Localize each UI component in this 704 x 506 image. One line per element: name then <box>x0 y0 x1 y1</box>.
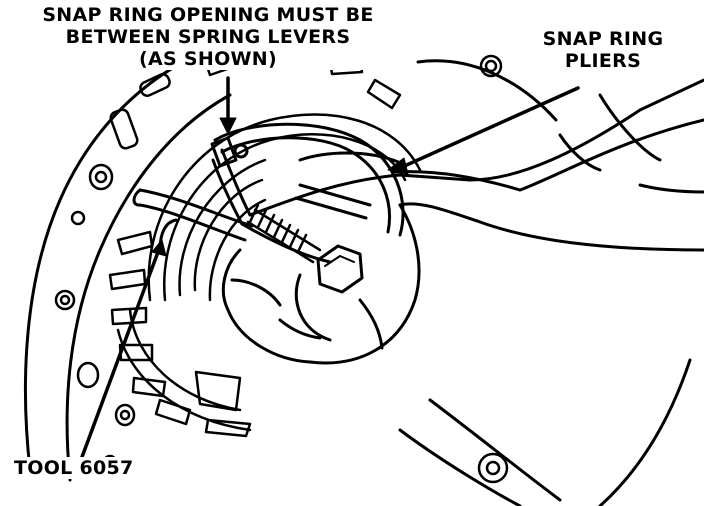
threaded-shaft-and-nut <box>246 203 364 294</box>
tool-label: TOOL 6057 <box>14 457 134 479</box>
tool-callout: TOOL 6057 <box>12 457 136 479</box>
snap-ring-opening-line-3: (AS SHOWN) <box>139 48 277 70</box>
callout-arrows <box>80 76 580 459</box>
rim-bolt-holes <box>54 54 509 484</box>
snap-ring-pliers-line-2: PLIERS <box>564 50 642 72</box>
housing-outline <box>23 38 692 506</box>
snap-ring-opening-line-2: BETWEEN SPRING LEVERS <box>65 26 351 48</box>
hand-and-sleeve <box>221 78 704 365</box>
snap-ring-pliers <box>211 148 522 264</box>
arrow-to-pliers <box>398 86 580 170</box>
snap-ring-opening-callout: SNAP RING OPENING MUST BE BETWEEN SPRING… <box>4 4 412 70</box>
snap-ring-opening-line-1: SNAP RING OPENING MUST BE <box>42 4 374 26</box>
snap-ring-pliers-callout: SNAP RING PLIERS <box>516 28 690 72</box>
snap-ring-pliers-line-1: SNAP RING <box>542 28 664 50</box>
arrow-to-tool <box>80 250 160 459</box>
